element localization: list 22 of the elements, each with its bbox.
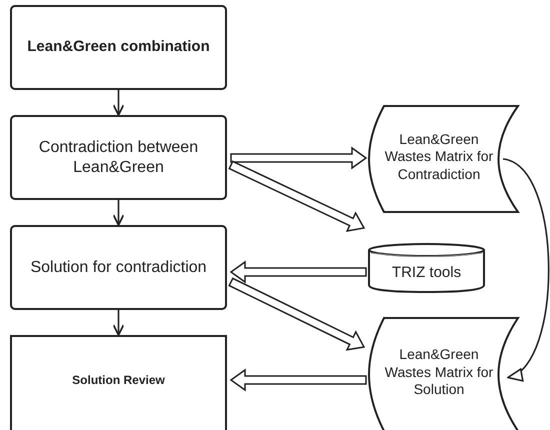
chevron-arrow <box>112 200 124 226</box>
process-box <box>10 335 227 430</box>
node-label: Lean&Green Wastes Matrix for Solution <box>384 346 494 399</box>
block-arrow <box>230 368 367 392</box>
process-box <box>10 5 227 90</box>
block-arrow <box>230 146 368 170</box>
document-shape <box>368 105 520 213</box>
node-label: Lean&Green combination <box>27 38 210 57</box>
node-label: Contradiction between Lean&Green <box>38 138 200 178</box>
process-box <box>10 115 227 200</box>
node-label: TRIZ tools <box>392 264 462 282</box>
node-label: Solution for contradiction <box>30 258 207 278</box>
database-cylinder <box>368 243 485 293</box>
node-label: Lean&Green Wastes Matrix for Contradiction <box>384 130 494 184</box>
block-arrow <box>230 260 367 284</box>
chevron-arrow <box>112 310 124 336</box>
node-label: Solution Review <box>72 372 165 388</box>
document-shape <box>368 317 520 430</box>
block-arrow <box>228 160 366 232</box>
chevron-arrow <box>112 90 124 116</box>
process-box <box>10 225 227 310</box>
block-arrow <box>228 277 366 351</box>
